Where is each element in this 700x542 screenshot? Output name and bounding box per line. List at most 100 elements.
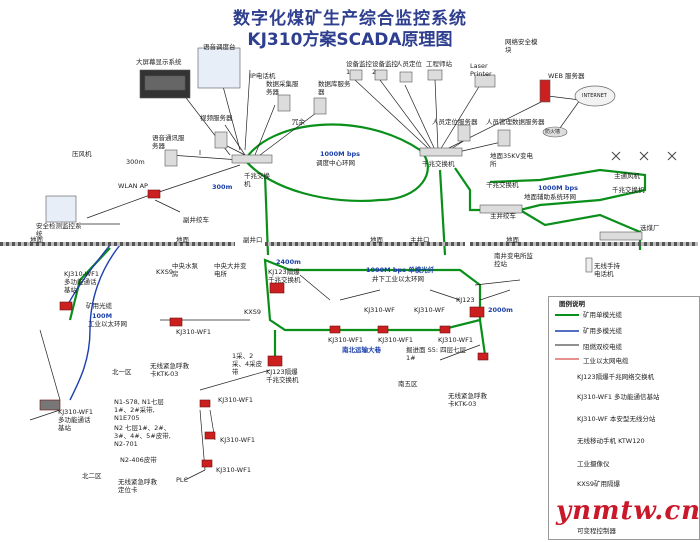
label-internet: INTERNET bbox=[582, 93, 607, 99]
kj123-switch-c bbox=[267, 355, 283, 367]
kj310wf1-i bbox=[199, 399, 211, 408]
safety-monitor-console bbox=[45, 195, 77, 223]
diagram-subtitle: KJ310方案SCADA原理图 bbox=[247, 30, 453, 50]
kj310wf1-k bbox=[201, 459, 213, 468]
label-person-server1: 人员定位服务器 bbox=[432, 118, 478, 126]
label-kj123-sw-c: KJ123隔爆千兆交换机 bbox=[266, 368, 299, 384]
legend-item-5: KJ310-WF1 多功能通信基站 bbox=[577, 393, 660, 401]
label-n2-406: N2-406皮带 bbox=[120, 456, 157, 464]
gigabit-switch-d bbox=[479, 204, 523, 214]
label-kj123-sw-a: KJ123隔爆千兆交换机 bbox=[268, 268, 301, 284]
label-kj310wf1-e: KJ310-WF1 bbox=[328, 336, 363, 344]
legend-item-7: 无线移动手机 KTW120 bbox=[577, 437, 645, 445]
label-kj310wf1-h: KJ310-WF1 bbox=[58, 408, 93, 416]
label-winch: 副井绞车 bbox=[183, 216, 209, 224]
kj310wf1-j bbox=[204, 431, 216, 440]
label-eng-station: 工程师站 bbox=[426, 60, 452, 68]
label-voice-console: 语音调度台 bbox=[203, 43, 236, 51]
label-300m-b: 300m bbox=[212, 183, 233, 191]
legend-item-1: 矿用多模光缆 bbox=[583, 327, 622, 335]
label-main-fan: 主通风机 bbox=[614, 172, 640, 180]
video-server bbox=[214, 131, 228, 149]
label-wireless-card-a: 无线紧急呼救卡KTK-03 bbox=[150, 362, 189, 378]
fan-icon-1 bbox=[611, 151, 621, 161]
label-big-screen: 大屏幕显示系统 bbox=[136, 58, 182, 66]
label-wireless-card-b: 无线紧急呼救卡KTK-03 bbox=[448, 392, 487, 408]
kj123-switch-a bbox=[269, 282, 285, 294]
kj310wf1-b bbox=[169, 317, 183, 327]
label-main-shaft: 主井口 bbox=[410, 236, 430, 244]
label-wlan-ap: WLAN AP bbox=[118, 182, 148, 190]
main-drop-left bbox=[263, 174, 270, 256]
kj310wf1-h bbox=[477, 352, 489, 361]
label-300m-a: 300m bbox=[126, 158, 145, 166]
branch-south bbox=[478, 319, 487, 356]
legend-item-4: KJ123隔爆千兆网络交换机 bbox=[577, 373, 655, 381]
label-device-mon1: 设备监控1 bbox=[346, 60, 372, 76]
label-north1: 北一区 bbox=[112, 368, 132, 376]
label-gigabit-sw-d: 千兆交换机 bbox=[486, 181, 519, 189]
label-fiber-100m: 100M bbox=[92, 312, 113, 320]
ground-strip-right bbox=[470, 242, 698, 246]
label-n1: N1-S78, N1七层1#、2#采带, N1E705 bbox=[114, 398, 164, 422]
label-main-winch: 主井绞车 bbox=[490, 212, 516, 220]
label-central-pump: 中央水泵房 bbox=[172, 262, 198, 278]
person-db-server bbox=[497, 129, 511, 147]
label-backup: 冗余 bbox=[292, 118, 305, 126]
data-server bbox=[277, 94, 291, 112]
backup-server bbox=[313, 97, 327, 115]
label-kj310-wf-c: KJ310-WF bbox=[364, 306, 395, 314]
label-2000m: 2000m bbox=[488, 306, 513, 314]
label-gigabit-sw-c: 千兆交换机 bbox=[612, 186, 645, 194]
legend-item-3: 工业以太网电缆 bbox=[583, 357, 629, 365]
label-aux-shaft: 副井口 bbox=[243, 236, 263, 244]
gigabit-switch-c bbox=[599, 231, 643, 241]
label-wifi-phone: 无线手持电话机 bbox=[594, 262, 620, 278]
label-north2: 北二区 bbox=[82, 472, 102, 480]
label-ring-1000m-b2: 井下工业以太环网 bbox=[372, 275, 424, 283]
label-kj310wf1-f: KJ310-WF1 bbox=[378, 336, 413, 344]
voice-server bbox=[164, 149, 178, 167]
label-multi-base-a: 多功能通话基站 bbox=[64, 278, 97, 294]
label-kj310wf1-j: KJ310-WF1 bbox=[220, 436, 255, 444]
legend-item-2: 阻燃双绞电缆 bbox=[583, 343, 622, 351]
pc-4 bbox=[427, 69, 443, 81]
dispatch-ring bbox=[243, 123, 429, 203]
label-2400m: 2400m bbox=[276, 258, 301, 266]
legend: 图例说明 矿用单模光缆 矿用多模光缆 阻燃双绞电缆 工业以太网电缆 KJ123隔… bbox=[548, 296, 700, 540]
gigabit-switch-a bbox=[231, 154, 273, 164]
legend-item-6: KJ310-WF 本安型无线分站 bbox=[577, 415, 656, 423]
label-kxs9-a: KXS9 bbox=[156, 268, 173, 276]
surface-aux-ring bbox=[454, 167, 647, 212]
legend-line-samples bbox=[555, 314, 579, 360]
gray-devices bbox=[45, 47, 643, 425]
pc-3 bbox=[399, 71, 413, 83]
label-surface-aux-ring2: 地面辅助系统环网 bbox=[524, 193, 576, 201]
label-central-sub: 中央大井变电所 bbox=[214, 262, 247, 278]
label-kj310wf1-b: KJ310-WF1 bbox=[176, 328, 211, 336]
pc-1 bbox=[349, 69, 363, 81]
wlan-ap-device bbox=[147, 189, 161, 199]
kj310wf1-base-a bbox=[59, 301, 73, 311]
legend-item-10: 可变程控制器 bbox=[577, 527, 616, 535]
label-data-server: 数据采集服务器 bbox=[266, 80, 299, 96]
diagram-title: 数字化煤矿生产综合监控系统 bbox=[233, 9, 467, 29]
big-screen-inner bbox=[144, 75, 186, 91]
label-gigabit-sw-a: 千兆交换机 bbox=[244, 172, 270, 188]
label-south-sub: 南井变电所监控站 bbox=[494, 252, 533, 268]
label-south5: 南五区 bbox=[398, 380, 418, 388]
label-voice-server: 语音通讯服务器 bbox=[152, 134, 185, 150]
legend-item-9: KXS9矿用隔爆 bbox=[577, 480, 620, 488]
label-device-mon2: 设备监控2 bbox=[372, 60, 398, 76]
internet-cloud bbox=[574, 85, 616, 107]
label-mine-fiber: 矿用光缆 bbox=[86, 302, 112, 310]
kj310wf1-f bbox=[377, 325, 389, 334]
label-substation35: 地面35KV变电所 bbox=[490, 152, 533, 168]
web-server bbox=[539, 79, 551, 103]
label-video-server: 视频服务器 bbox=[200, 114, 233, 122]
label-laser-printer: Laser Printer bbox=[470, 62, 492, 78]
label-ring-1000m: 1000M bps bbox=[320, 150, 360, 158]
label-safety-mon: 安全检测监控系统 bbox=[36, 222, 82, 238]
